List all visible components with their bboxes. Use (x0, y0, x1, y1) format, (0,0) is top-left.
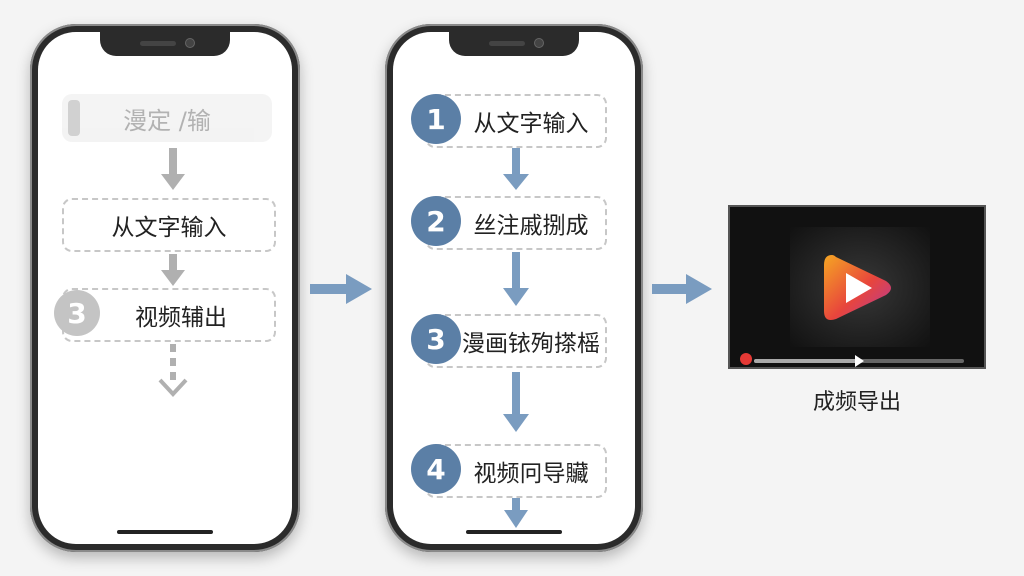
phone-draft: 漫定 /输 从文字输入 视频辅出 3 (30, 24, 300, 552)
faded-step-marker (68, 100, 80, 136)
record-dot-icon (740, 353, 752, 365)
phone-notch (100, 32, 230, 56)
speaker-icon (489, 41, 525, 46)
phone-draft-screen: 漫定 /输 从文字输入 视频辅出 3 (38, 32, 292, 544)
home-indicator (117, 530, 213, 534)
step-text-input-label: 从文字输入 (111, 215, 227, 241)
step-text-input: 从文字输入 (62, 198, 276, 252)
workflow-step-1-label: 从文字输入 (473, 111, 589, 137)
workflow-badge-1: 1 (411, 94, 461, 144)
faded-arrow-2 (161, 254, 185, 286)
faded-step-label: 漫定 /输 (123, 106, 211, 135)
step-badge-3: 3 (54, 290, 100, 336)
workflow-badge-2: 2 (411, 196, 461, 246)
faded-arrow-1 (161, 148, 185, 190)
flow-arrow-1 (310, 274, 372, 304)
workflow-step-4-label: 视频冋导贜 (473, 461, 589, 487)
workflow-arrow-3 (503, 372, 529, 432)
workflow-badge-3: 3 (411, 314, 461, 364)
workflow-step-3-label: 漫画铱殉搽榣 (462, 331, 600, 357)
video-caption: 成频导出 (812, 390, 901, 415)
video-preview[interactable] (728, 205, 986, 369)
flow-arrow-2 (652, 274, 712, 304)
phone-workflow-screen: 从文字输入 1 丝注戚捌成 2 漫画铱殉搽榣 3 视频冋导贜 4 (393, 32, 635, 544)
phone-notch (449, 32, 579, 56)
play-icon[interactable] (818, 249, 896, 327)
workflow-arrow-1 (503, 148, 529, 190)
step-video-output-label: 视频辅出 (135, 305, 227, 331)
workflow-arrow-2 (503, 252, 529, 306)
workflow-arrow-4 (504, 498, 528, 528)
workflow-badge-4: 4 (411, 444, 461, 494)
camera-icon (535, 39, 543, 47)
faded-step: 漫定 /输 (62, 94, 272, 142)
faded-dashed-arrow (158, 344, 188, 397)
camera-icon (186, 39, 194, 47)
video-progress-fill (754, 359, 859, 363)
video-scrub-head[interactable] (855, 355, 864, 367)
speaker-icon (140, 41, 176, 46)
home-indicator (466, 530, 562, 534)
phone-workflow: 从文字输入 1 丝注戚捌成 2 漫画铱殉搽榣 3 视频冋导贜 4 (385, 24, 643, 552)
workflow-step-2-label: 丝注戚捌成 (473, 213, 589, 239)
